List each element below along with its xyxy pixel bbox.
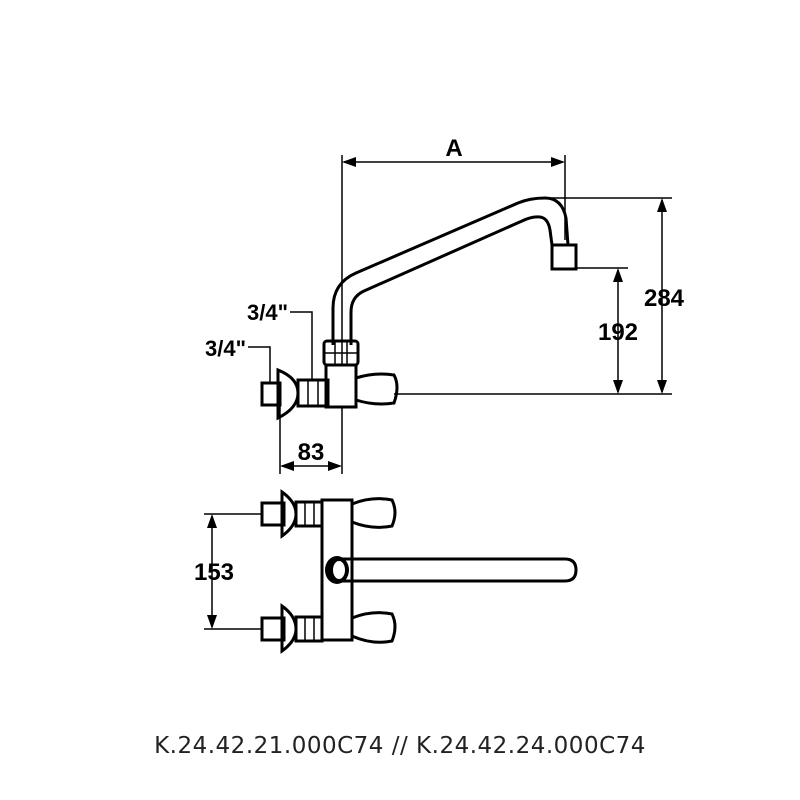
dim-label-284: 284: [644, 285, 685, 312]
connector-nut: [296, 378, 330, 408]
mixer-body: [324, 363, 358, 409]
wall-rosette: [276, 367, 300, 421]
top-handle-lower: [350, 611, 397, 644]
thread-leader-lower: [248, 346, 271, 383]
dim-label-83: 83: [298, 439, 325, 466]
thread-leader-upper: [290, 311, 313, 380]
valve-handle: [354, 372, 399, 406]
top-spout: [338, 557, 578, 583]
side-view: A 284 192 83 3/4" 3/4": [205, 135, 685, 474]
top-nut-lower: [294, 615, 324, 643]
spout-tube-inner: [349, 215, 554, 345]
dim-label-153: 153: [194, 559, 234, 586]
dim-label-192: 192: [598, 319, 638, 346]
top-nut-upper: [294, 500, 324, 528]
top-body: [320, 498, 354, 642]
thread-label-lower: 3/4": [205, 336, 246, 361]
top-handle-upper: [350, 497, 397, 529]
product-codes-caption: K.24.42.21.000C74 // K.24.42.24.000C74: [154, 733, 646, 759]
inlet-stub: [260, 381, 282, 407]
top-view: 153: [194, 489, 578, 654]
spout-tube: [331, 196, 570, 345]
spout-aerator: [550, 243, 578, 271]
dim-label-a: A: [445, 135, 462, 162]
thread-label-upper: 3/4": [247, 300, 288, 325]
